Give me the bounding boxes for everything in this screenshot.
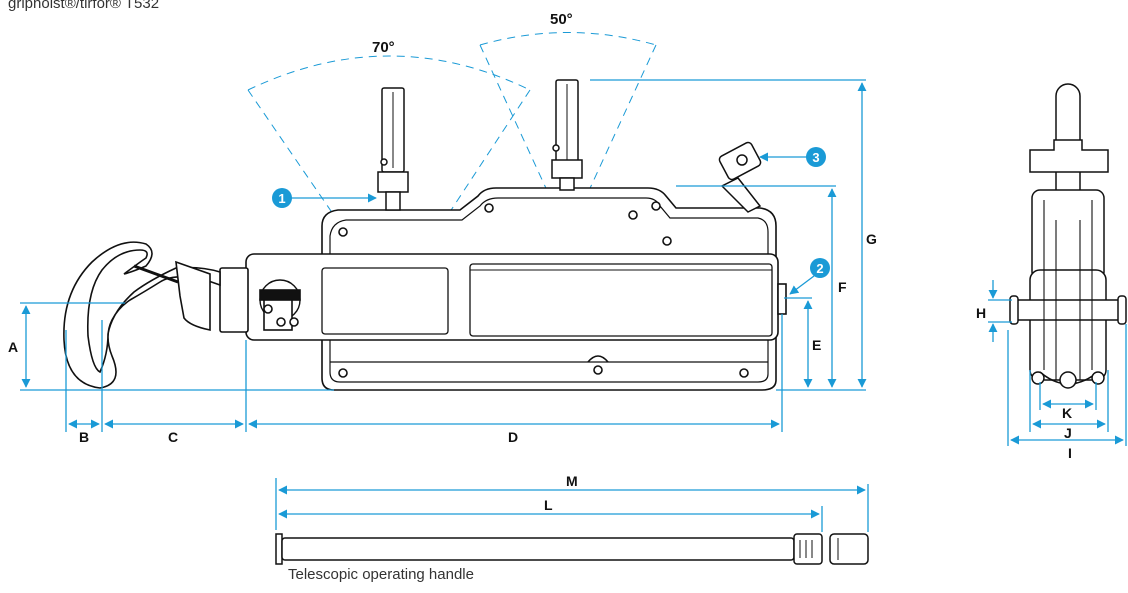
callout-1-label: 1: [278, 191, 285, 206]
release-handle: [718, 141, 762, 213]
dim-label-f: F: [838, 279, 847, 295]
callout-2-label: 2: [816, 261, 823, 276]
operating-lever-reverse: [551, 79, 583, 191]
operating-lever-forward: [377, 87, 409, 211]
product-title: griphoist®/tirfor® T532: [8, 0, 160, 12]
dim-label-b: B: [79, 429, 89, 445]
hook: [63, 241, 221, 389]
dim-label-l: L: [544, 497, 553, 513]
dim-label-c: C: [168, 429, 178, 445]
angle-label-left: 70°: [372, 39, 395, 56]
dim-label-i: I: [1068, 445, 1072, 461]
callout-2: 2: [789, 258, 830, 295]
hoist-body: [219, 187, 787, 391]
dim-label-h: H: [976, 305, 986, 321]
dimension-lines: [20, 79, 1127, 532]
dim-label-g: G: [866, 231, 877, 247]
side-view: [1009, 83, 1127, 389]
angle-label-right: 50°: [550, 11, 573, 28]
callout-1: 1: [272, 188, 377, 208]
telescopic-handle-drawing: [275, 533, 869, 565]
handle-caption: Telescopic operating handle: [288, 566, 474, 583]
callout-3-label: 3: [812, 150, 819, 165]
dim-label-m: M: [566, 473, 578, 489]
dim-label-k: K: [1062, 405, 1072, 421]
callout-3: 3: [759, 147, 826, 167]
dim-label-e: E: [812, 337, 821, 353]
dim-label-a: A: [8, 339, 18, 355]
dimension-labels: A B C D E F G H I J K L M: [8, 231, 1072, 513]
dim-label-d: D: [508, 429, 518, 445]
dim-label-j: J: [1064, 425, 1072, 441]
